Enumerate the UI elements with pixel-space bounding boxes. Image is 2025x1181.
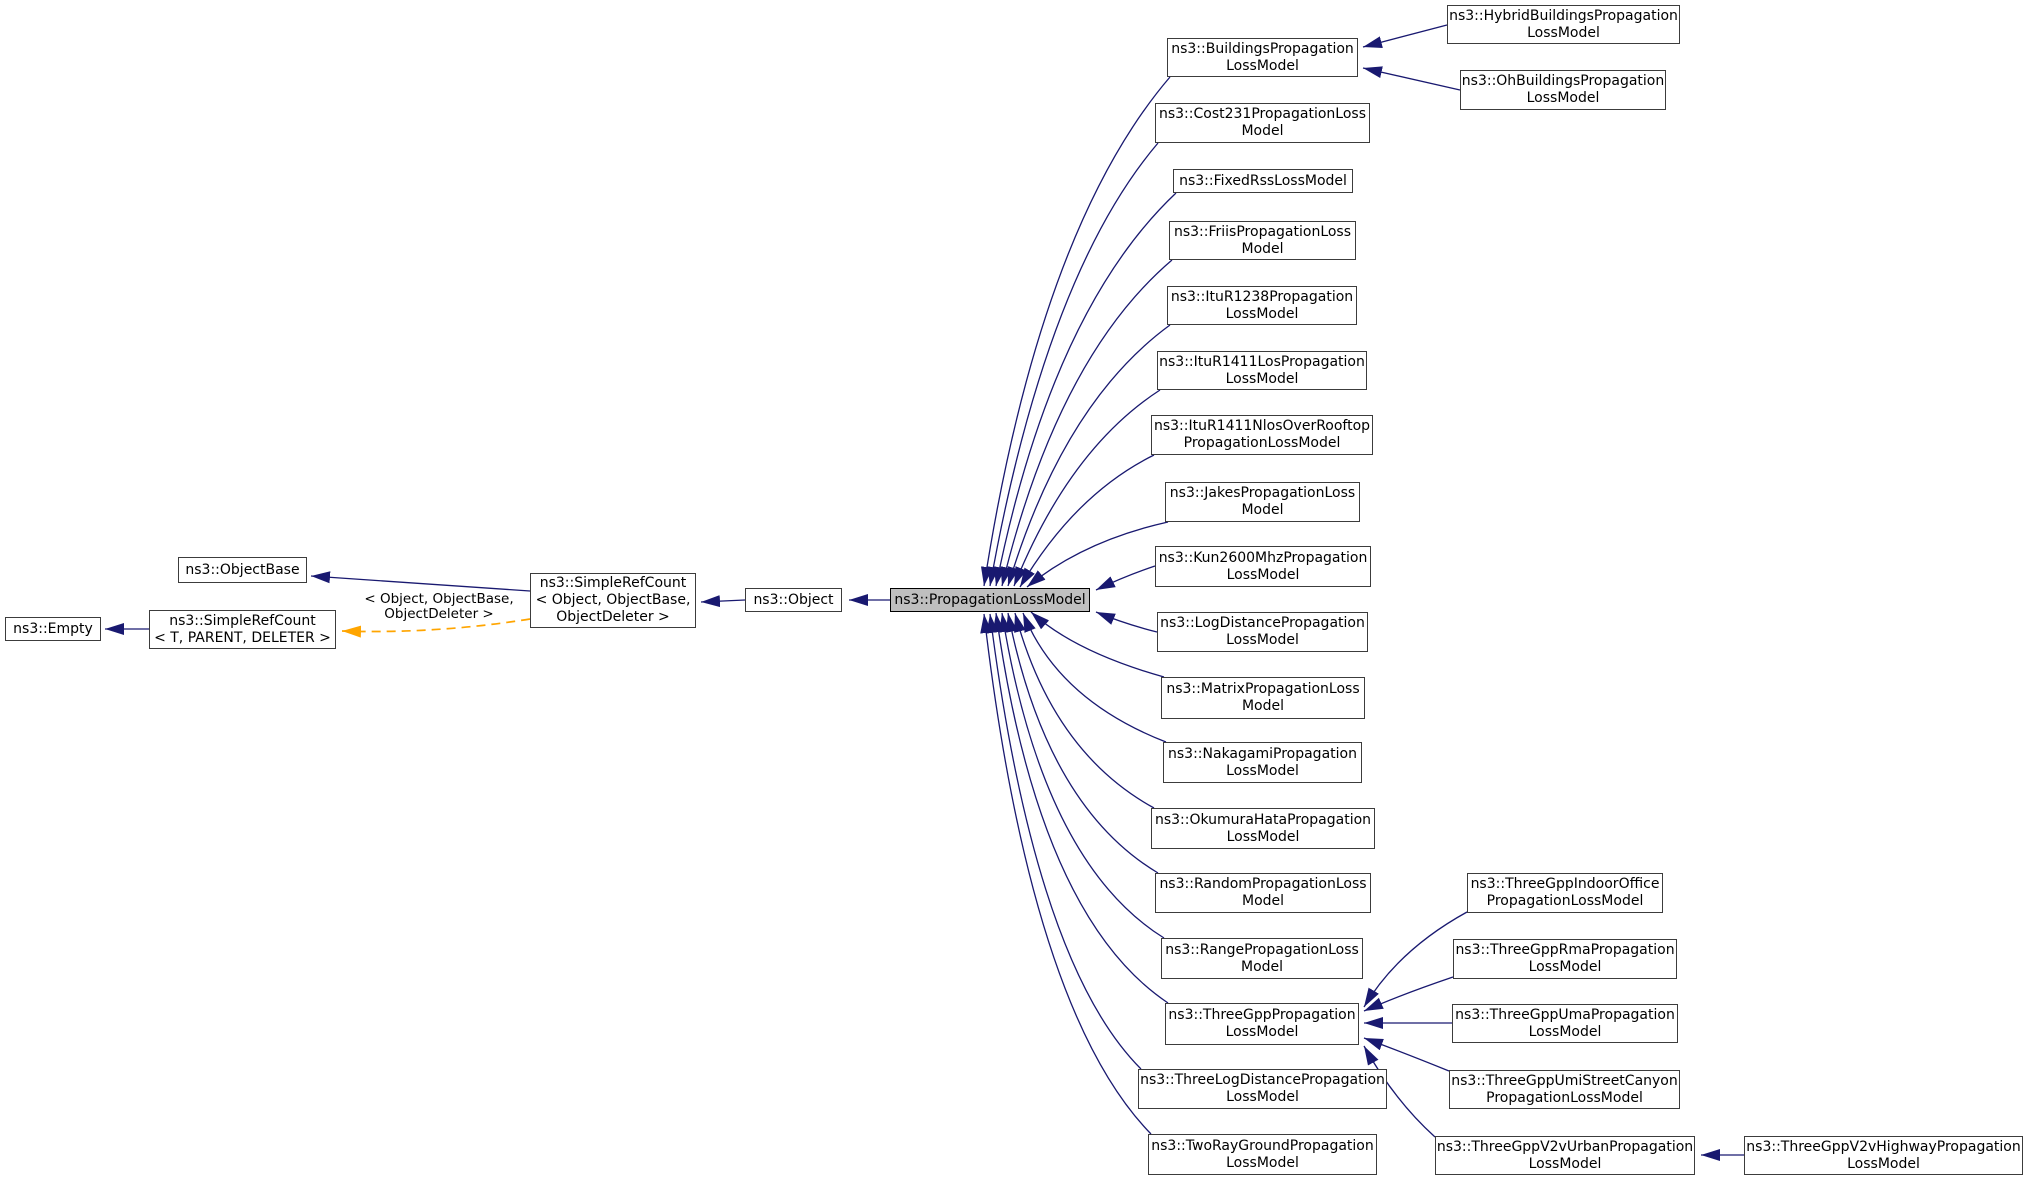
- edge-rma-to-threegpp: [1363, 976, 1454, 1012]
- edge-itur1411los-to-plm: [1013, 389, 1161, 587]
- class-node-threelogdistance[interactable]: ns3::ThreeLogDistancePropagation LossMod…: [1138, 1069, 1387, 1109]
- edge-buildings-to-plm: [980, 76, 1171, 587]
- class-node-threegpp-v2vurban[interactable]: ns3::ThreeGppV2vUrbanPropagation LossMod…: [1435, 1136, 1695, 1175]
- edge-ohbuildings-to-buildings: [1362, 66, 1461, 91]
- edge-indooroffice-to-threegpp: [1363, 911, 1468, 1008]
- class-node-ohbuildings[interactable]: ns3::OhBuildingsPropagation LossModel: [1460, 70, 1666, 110]
- class-node-object[interactable]: ns3::Object: [745, 588, 842, 612]
- edge-range-to-plm: [999, 612, 1165, 939]
- class-node-threegpp[interactable]: ns3::ThreeGppPropagation LossModel: [1165, 1003, 1359, 1045]
- class-node-random[interactable]: ns3::RandomPropagationLoss Model: [1155, 873, 1371, 913]
- edge-itur1411nlos-to-plm: [1019, 454, 1155, 588]
- class-node-fixedrss[interactable]: ns3::FixedRssLossModel: [1173, 169, 1353, 193]
- class-node-objectbase[interactable]: ns3::ObjectBase: [178, 557, 307, 583]
- edge-jakes-to-plm: [1026, 521, 1169, 588]
- edge-friis-to-plm: [1000, 259, 1173, 587]
- class-node-threegpp-rma[interactable]: ns3::ThreeGppRmaPropagation LossModel: [1453, 939, 1677, 979]
- class-node-matrix[interactable]: ns3::MatrixPropagationLoss Model: [1161, 677, 1365, 719]
- template-args-label: < Object, ObjectBase, ObjectDeleter >: [364, 591, 514, 622]
- class-node-cost231[interactable]: ns3::Cost231PropagationLoss Model: [1155, 103, 1370, 143]
- edge-simplerefcount-object-to-objectbase: [310, 571, 531, 592]
- class-node-kun2600[interactable]: ns3::Kun2600MhzPropagation LossModel: [1155, 546, 1371, 587]
- edge-logdistance-to-plm: [1095, 611, 1158, 633]
- class-node-itur1238[interactable]: ns3::ItuR1238Propagation LossModel: [1167, 286, 1357, 325]
- edge-matrix-to-plm: [1030, 611, 1165, 678]
- edge-object-to-simplerefcount-object: [700, 595, 746, 608]
- edge-template-instantiation: [341, 618, 531, 638]
- class-node-threegpp-indooroffice[interactable]: ns3::ThreeGppIndoorOffice PropagationLos…: [1467, 873, 1663, 913]
- edge-tworayground-to-plm: [980, 613, 1152, 1135]
- class-node-tworayground[interactable]: ns3::TwoRayGroundPropagation LossModel: [1148, 1134, 1377, 1175]
- class-node-simplerefcount-object[interactable]: ns3::SimpleRefCount < Object, ObjectBase…: [530, 573, 696, 628]
- class-node-threegpp-umistreetcanyon[interactable]: ns3::ThreeGppUmiStreetCanyon Propagation…: [1449, 1070, 1680, 1109]
- edge-threelogdistance-to-plm: [986, 613, 1142, 1070]
- class-node-threegpp-uma[interactable]: ns3::ThreeGppUmaPropagation LossModel: [1452, 1004, 1678, 1043]
- class-node-threegpp-v2vhighway[interactable]: ns3::ThreeGppV2vHighwayPropagation LossM…: [1744, 1136, 2023, 1175]
- class-node-jakes[interactable]: ns3::JakesPropagationLoss Model: [1165, 482, 1360, 522]
- class-node-simplerefcount-t[interactable]: ns3::SimpleRefCount < T, PARENT, DELETER…: [149, 610, 336, 649]
- edge-threegpp-to-plm: [992, 612, 1169, 1004]
- class-node-friis[interactable]: ns3::FriisPropagationLoss Model: [1169, 221, 1356, 260]
- edge-kun2600-to-plm: [1095, 565, 1156, 591]
- edge-okumurahata-to-plm: [1014, 612, 1155, 809]
- class-node-logdistance[interactable]: ns3::LogDistancePropagation LossModel: [1157, 612, 1368, 652]
- edge-cost231-to-plm: [987, 142, 1159, 587]
- class-node-buildings[interactable]: ns3::BuildingsPropagation LossModel: [1167, 38, 1358, 77]
- class-node-itur1411los[interactable]: ns3::ItuR1411LosPropagation LossModel: [1157, 351, 1367, 390]
- class-node-itur1411nlos[interactable]: ns3::ItuR1411NlosOverRooftop Propagation…: [1151, 415, 1373, 455]
- edge-itur1238-to-plm: [1007, 324, 1171, 587]
- edge-fixedrss-to-plm: [993, 192, 1177, 587]
- edge-hybrid-to-buildings: [1362, 24, 1448, 48]
- class-node-propagationlossmodel[interactable]: ns3::PropagationLossModel: [890, 588, 1090, 612]
- class-node-nakagami[interactable]: ns3::NakagamiPropagation LossModel: [1163, 742, 1362, 783]
- edge-nakagami-to-plm: [1022, 612, 1167, 743]
- class-node-range[interactable]: ns3::RangePropagationLoss Model: [1161, 938, 1363, 979]
- class-node-empty[interactable]: ns3::Empty: [5, 617, 101, 641]
- edge-random-to-plm: [1005, 612, 1159, 874]
- class-node-okumurahata[interactable]: ns3::OkumuraHataPropagation LossModel: [1151, 808, 1375, 849]
- edge-v2vurban-to-threegpp: [1363, 1045, 1436, 1138]
- class-node-hybridbuildings[interactable]: ns3::HybridBuildingsPropagation LossMode…: [1447, 5, 1680, 44]
- edge-umistreetcanyon-to-threegpp: [1363, 1037, 1450, 1072]
